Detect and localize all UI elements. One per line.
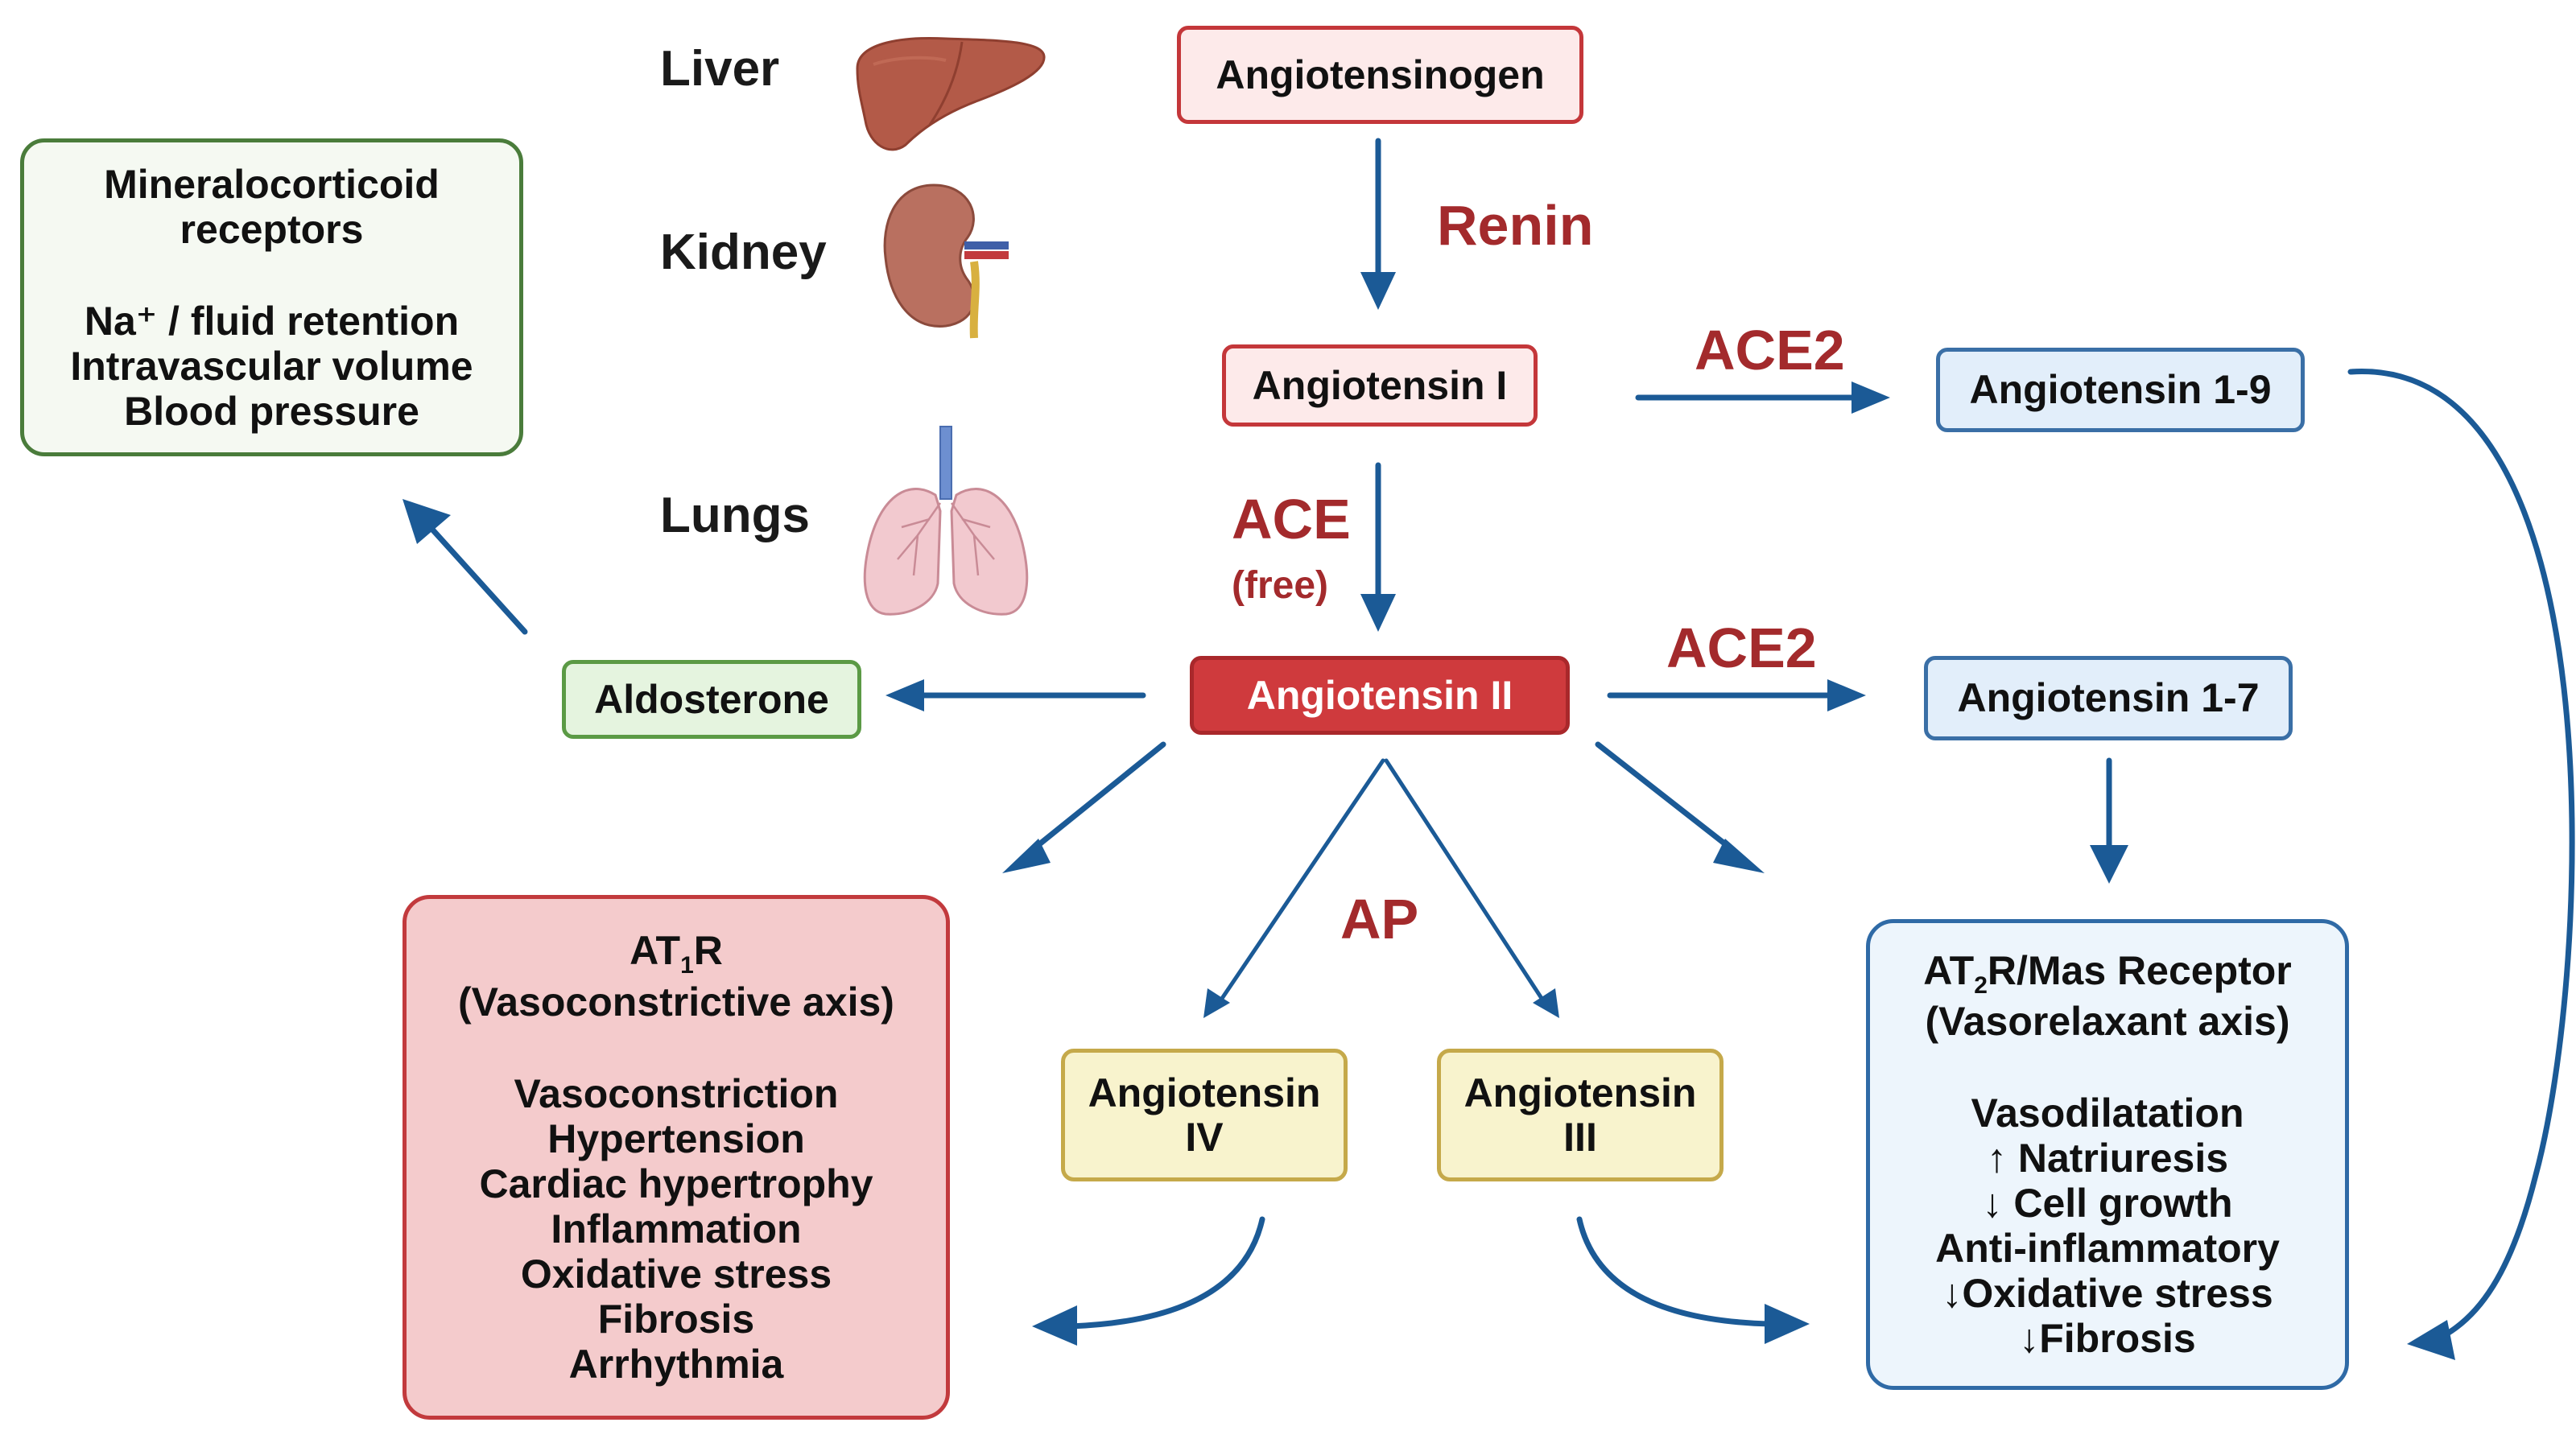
at2r-panel: AT2R/Mas Receptor (Vasorelaxant axis) Va… xyxy=(1866,919,2349,1390)
mineralocorticoid-panel: Mineralocorticoid receptors Na⁺ / fluid … xyxy=(20,138,523,456)
enzyme-ace: ACE xyxy=(1232,488,1351,550)
arrow-angiotensin-ii-to-at2r xyxy=(1595,741,1742,858)
arrowhead-at2r-from-1-9 xyxy=(2407,1320,2455,1360)
arrow-angiotensin-iv-to-at1r xyxy=(1067,1216,1265,1330)
arrowhead-angiotensin-ii xyxy=(1360,594,1396,632)
arrowhead-mineralocorticoid xyxy=(402,499,451,544)
at1r-effect: Cardiac hypertrophy xyxy=(479,1161,873,1206)
arrowhead-angiotensin-1-9 xyxy=(1852,381,1890,414)
at1r-title-pre: AT xyxy=(630,928,681,974)
node-angiotensin-ii: Angiotensin II xyxy=(1190,656,1570,735)
enzyme-ap: AP xyxy=(1340,888,1419,950)
organ-label-kidney: Kidney xyxy=(660,225,827,280)
at1r-effect: Arrhythmia xyxy=(568,1341,784,1387)
arrow-angiotensin-ii-to-iii xyxy=(1384,758,1546,1004)
at2r-title-pre: AT xyxy=(1923,947,1975,993)
at2r-title-post: R/Mas Receptor xyxy=(1987,947,2292,993)
at2r-subtitle: (Vasorelaxant axis) xyxy=(1925,999,2290,1045)
at1r-effect: Fibrosis xyxy=(597,1296,755,1342)
node-angiotensin-iii-line2: III xyxy=(1563,1114,1597,1160)
at1r-panel: AT1R (Vasoconstrictive axis) Vasoconstri… xyxy=(402,895,950,1420)
arrowhead-at2r xyxy=(1713,839,1765,873)
mineralocorticoid-title-line2: receptors xyxy=(180,206,364,252)
at1r-effect: Vasoconstriction xyxy=(514,1070,839,1116)
arrowhead-at2r-from-1-7 xyxy=(2090,845,2128,884)
node-angiotensin-iii: Angiotensin III xyxy=(1437,1049,1724,1181)
at1r-title: AT1R xyxy=(630,928,723,979)
organ-label-lungs: Lungs xyxy=(660,488,810,543)
liver-icon xyxy=(856,37,1046,151)
mineralocorticoid-effect: Na⁺ / fluid retention xyxy=(84,298,460,344)
mineralocorticoid-effect: Intravascular volume xyxy=(70,343,473,389)
at1r-title-post: R xyxy=(693,928,723,974)
organ-label-liver: Liver xyxy=(660,41,780,97)
arrowhead-angiotensin-iii xyxy=(1533,988,1559,1018)
arrowhead-at1r xyxy=(1002,839,1051,873)
node-aldosterone: Aldosterone xyxy=(562,660,861,739)
at2r-effect: ↑ Natriuresis xyxy=(1986,1136,2229,1181)
arrowhead-aldosterone xyxy=(886,679,924,711)
node-angiotensin-iii-line1: Angiotensin xyxy=(1463,1070,1697,1115)
enzyme-ace2-mid: ACE2 xyxy=(1666,616,1817,679)
node-angiotensin-iv: Angiotensin IV xyxy=(1061,1049,1348,1181)
at1r-effect: Hypertension xyxy=(547,1115,805,1161)
arrow-aldosterone-to-mineralocorticoid xyxy=(423,520,528,635)
arrowhead-angiotensin-1-7 xyxy=(1827,679,1866,711)
arrow-angiotensin-ii-to-iv xyxy=(1217,758,1385,1004)
at1r-effect: Inflammation xyxy=(551,1206,802,1251)
at2r-effect: ↓ Cell growth xyxy=(1982,1181,2233,1227)
arrow-angiotensin-iii-to-at2r xyxy=(1576,1216,1774,1327)
enzyme-ace-free: (free) xyxy=(1232,564,1329,607)
at2r-title-sub: 2 xyxy=(1974,971,1988,999)
enzyme-renin: Renin xyxy=(1437,194,1594,257)
at2r-effect: ↓Fibrosis xyxy=(2019,1316,2196,1362)
at1r-subtitle: (Vasoconstrictive axis) xyxy=(458,979,894,1025)
mineralocorticoid-title-line1: Mineralocorticoid xyxy=(104,161,440,207)
at1r-effect: Oxidative stress xyxy=(520,1251,832,1297)
node-angiotensin-iv-line1: Angiotensin xyxy=(1088,1070,1321,1115)
at2r-effect: Anti-inflammatory xyxy=(1935,1226,2280,1272)
node-angiotensin-iv-line2: IV xyxy=(1185,1114,1224,1160)
enzyme-ace2-top: ACE2 xyxy=(1695,319,1845,381)
arrowhead-at1r-from-iv xyxy=(1032,1305,1077,1346)
arrowhead-angiotensin-iv xyxy=(1203,988,1230,1018)
node-angiotensin-1-9: Angiotensin 1-9 xyxy=(1936,348,2305,432)
arrow-angiotensin-ii-to-at1r xyxy=(1023,741,1166,858)
at2r-title: AT2R/Mas Receptor xyxy=(1923,948,2292,1000)
at2r-effect: ↓Oxidative stress xyxy=(1942,1271,2273,1317)
at2r-effect: Vasodilatation xyxy=(1971,1091,2244,1136)
lungs-icon xyxy=(863,426,1029,616)
node-angiotensin-1-7: Angiotensin 1-7 xyxy=(1924,656,2293,740)
node-angiotensinogen: Angiotensinogen xyxy=(1177,26,1583,124)
arrowhead-at2r-from-iii xyxy=(1765,1304,1810,1344)
at1r-title-sub: 1 xyxy=(680,952,694,979)
arrow-1-9-to-at2r xyxy=(2347,369,2575,1343)
kidney-icon xyxy=(883,183,1009,339)
arrowhead-angiotensin-i xyxy=(1360,272,1396,310)
node-angiotensin-i: Angiotensin I xyxy=(1222,344,1538,427)
mineralocorticoid-effect: Blood pressure xyxy=(124,388,419,434)
